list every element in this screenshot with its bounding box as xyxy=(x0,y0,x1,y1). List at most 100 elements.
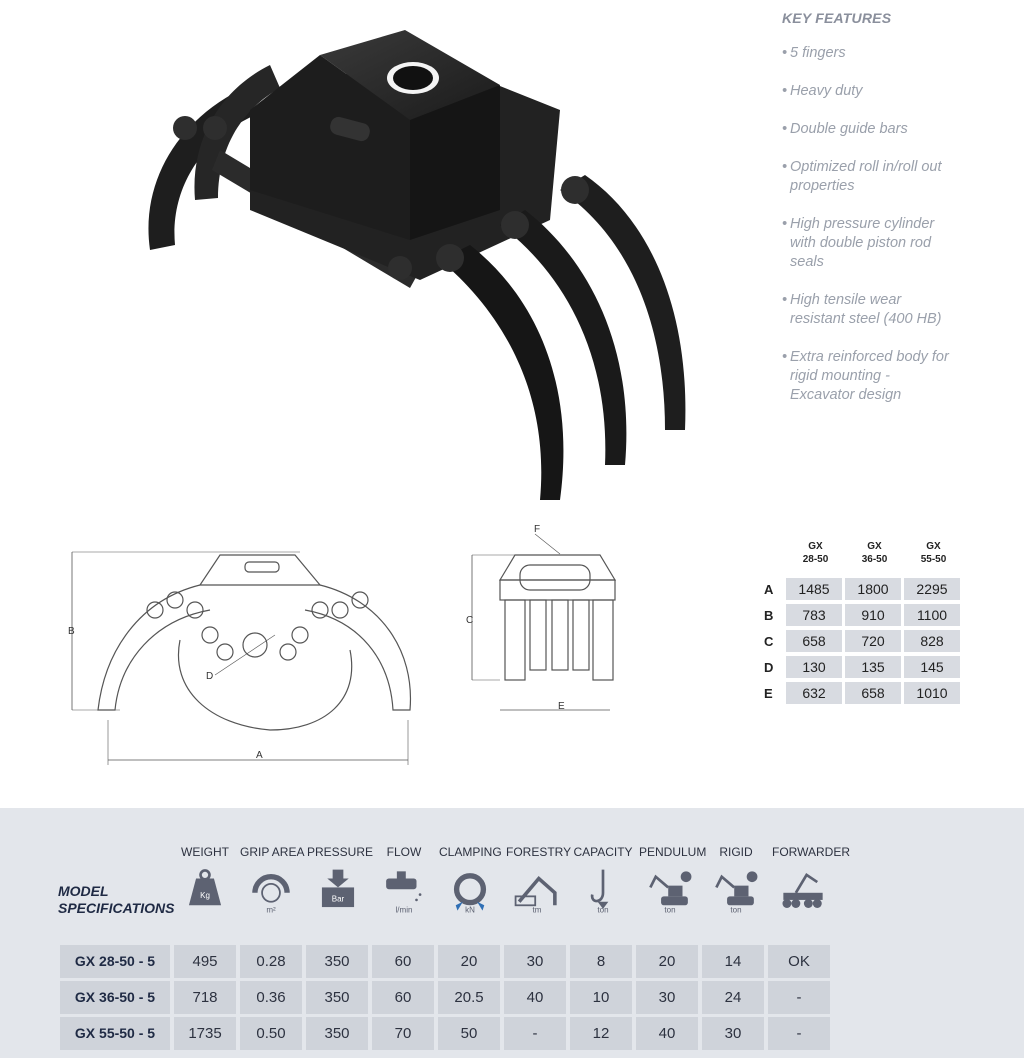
forwarder-icon xyxy=(782,873,823,908)
dim-label-a: A xyxy=(256,750,263,761)
feature-item: •Double guide bars xyxy=(782,120,1002,139)
spec-cell: 10 xyxy=(570,981,632,1014)
capacity-icon: ton xyxy=(590,869,609,914)
pressure-icon: Bar xyxy=(321,869,355,908)
svg-text:Bar: Bar xyxy=(332,895,345,904)
rigid-icon: ton xyxy=(715,871,758,914)
clamping-icon: kN xyxy=(453,873,487,914)
dim-label-f: F xyxy=(534,524,540,535)
front-view-drawing: B D A xyxy=(68,551,412,765)
grip-area-icon: m² xyxy=(252,874,290,914)
spec-column-header: CLAMPING xyxy=(439,845,502,859)
spec-cell: 70 xyxy=(372,1017,434,1050)
svg-text:tm: tm xyxy=(533,905,542,914)
bullet-icon: • xyxy=(782,159,788,175)
spec-cell: 12 xyxy=(570,1017,632,1050)
spec-cell: 350 xyxy=(306,981,368,1014)
front-finger-2 xyxy=(500,210,627,465)
spec-cell: 24 xyxy=(702,981,764,1014)
spec-cell: 60 xyxy=(372,945,434,978)
spec-cell: - xyxy=(768,1017,830,1050)
dimension-cell: 135 xyxy=(845,656,901,678)
bullet-icon: • xyxy=(782,292,788,308)
dimension-label: E xyxy=(764,685,773,701)
svg-text:Kg: Kg xyxy=(200,891,210,900)
spec-cell: 30 xyxy=(636,981,698,1014)
dimension-cell: 130 xyxy=(786,656,842,678)
dimension-cell: 1100 xyxy=(904,604,960,626)
weight-icon: Kg xyxy=(188,869,222,906)
dimension-cell: 720 xyxy=(845,630,901,652)
spec-cell: 20 xyxy=(636,945,698,978)
bullet-icon: • xyxy=(782,45,788,61)
key-features-title: KEY FEATURES xyxy=(782,10,892,26)
dim-label-b: B xyxy=(68,626,75,637)
feature-item: •Heavy duty xyxy=(782,82,1002,101)
svg-text:m²: m² xyxy=(266,905,276,914)
spec-cell: 0.50 xyxy=(240,1017,302,1050)
bullet-icon: • xyxy=(782,83,788,99)
dimension-label: D xyxy=(764,659,774,675)
spec-cell: 20.5 xyxy=(438,981,500,1014)
dimension-cell: 1485 xyxy=(786,578,842,600)
spec-cell: 0.36 xyxy=(240,981,302,1014)
spec-cell: 0.28 xyxy=(240,945,302,978)
spec-cell: - xyxy=(504,1017,566,1050)
feature-text: 5 fingers xyxy=(790,45,846,61)
spec-column-header: PENDULUM xyxy=(639,845,707,859)
spec-cell: 14 xyxy=(702,945,764,978)
svg-text:ton: ton xyxy=(664,905,675,914)
spec-cell: OK xyxy=(768,945,830,978)
svg-text:l/min: l/min xyxy=(396,905,413,914)
bullet-icon: • xyxy=(782,121,788,137)
spec-column-header: FORESTRY xyxy=(506,845,572,859)
spec-column-header: GRIP AREA xyxy=(240,845,305,859)
model-name: GX 28-50 - 5 xyxy=(60,945,170,978)
dimension-cell: 632 xyxy=(786,682,842,704)
dimension-cell: 828 xyxy=(904,630,960,652)
front-finger-3 xyxy=(560,175,686,430)
spec-cell: 718 xyxy=(174,981,236,1014)
dimension-cell: 910 xyxy=(845,604,901,626)
spec-column-header: PRESSURE xyxy=(307,845,374,859)
spec-cell: 50 xyxy=(438,1017,500,1050)
dim-label-d: D xyxy=(206,671,213,682)
dimension-cell: 1800 xyxy=(845,578,901,600)
dimension-cell: 783 xyxy=(786,604,842,626)
spec-cell: 350 xyxy=(306,945,368,978)
pendulum-icon: ton xyxy=(649,871,692,914)
specifications-title: MODEL SPECIFICATIONS xyxy=(58,883,175,916)
spec-cell: 40 xyxy=(636,1017,698,1050)
dimension-label: A xyxy=(764,581,774,597)
spec-cell: - xyxy=(768,981,830,1014)
grapple-illustration xyxy=(148,30,686,500)
spec-column-header: FORWARDER xyxy=(772,845,850,859)
dimension-cell: 145 xyxy=(904,656,960,678)
dimension-cell: 658 xyxy=(786,630,842,652)
feature-item: •5 fingers xyxy=(782,44,1002,63)
spec-cell: 20 xyxy=(438,945,500,978)
spec-cell: 8 xyxy=(570,945,632,978)
svg-text:ton: ton xyxy=(730,905,741,914)
spec-column-header: FLOW xyxy=(386,845,422,859)
spec-cell: 1735 xyxy=(174,1017,236,1050)
